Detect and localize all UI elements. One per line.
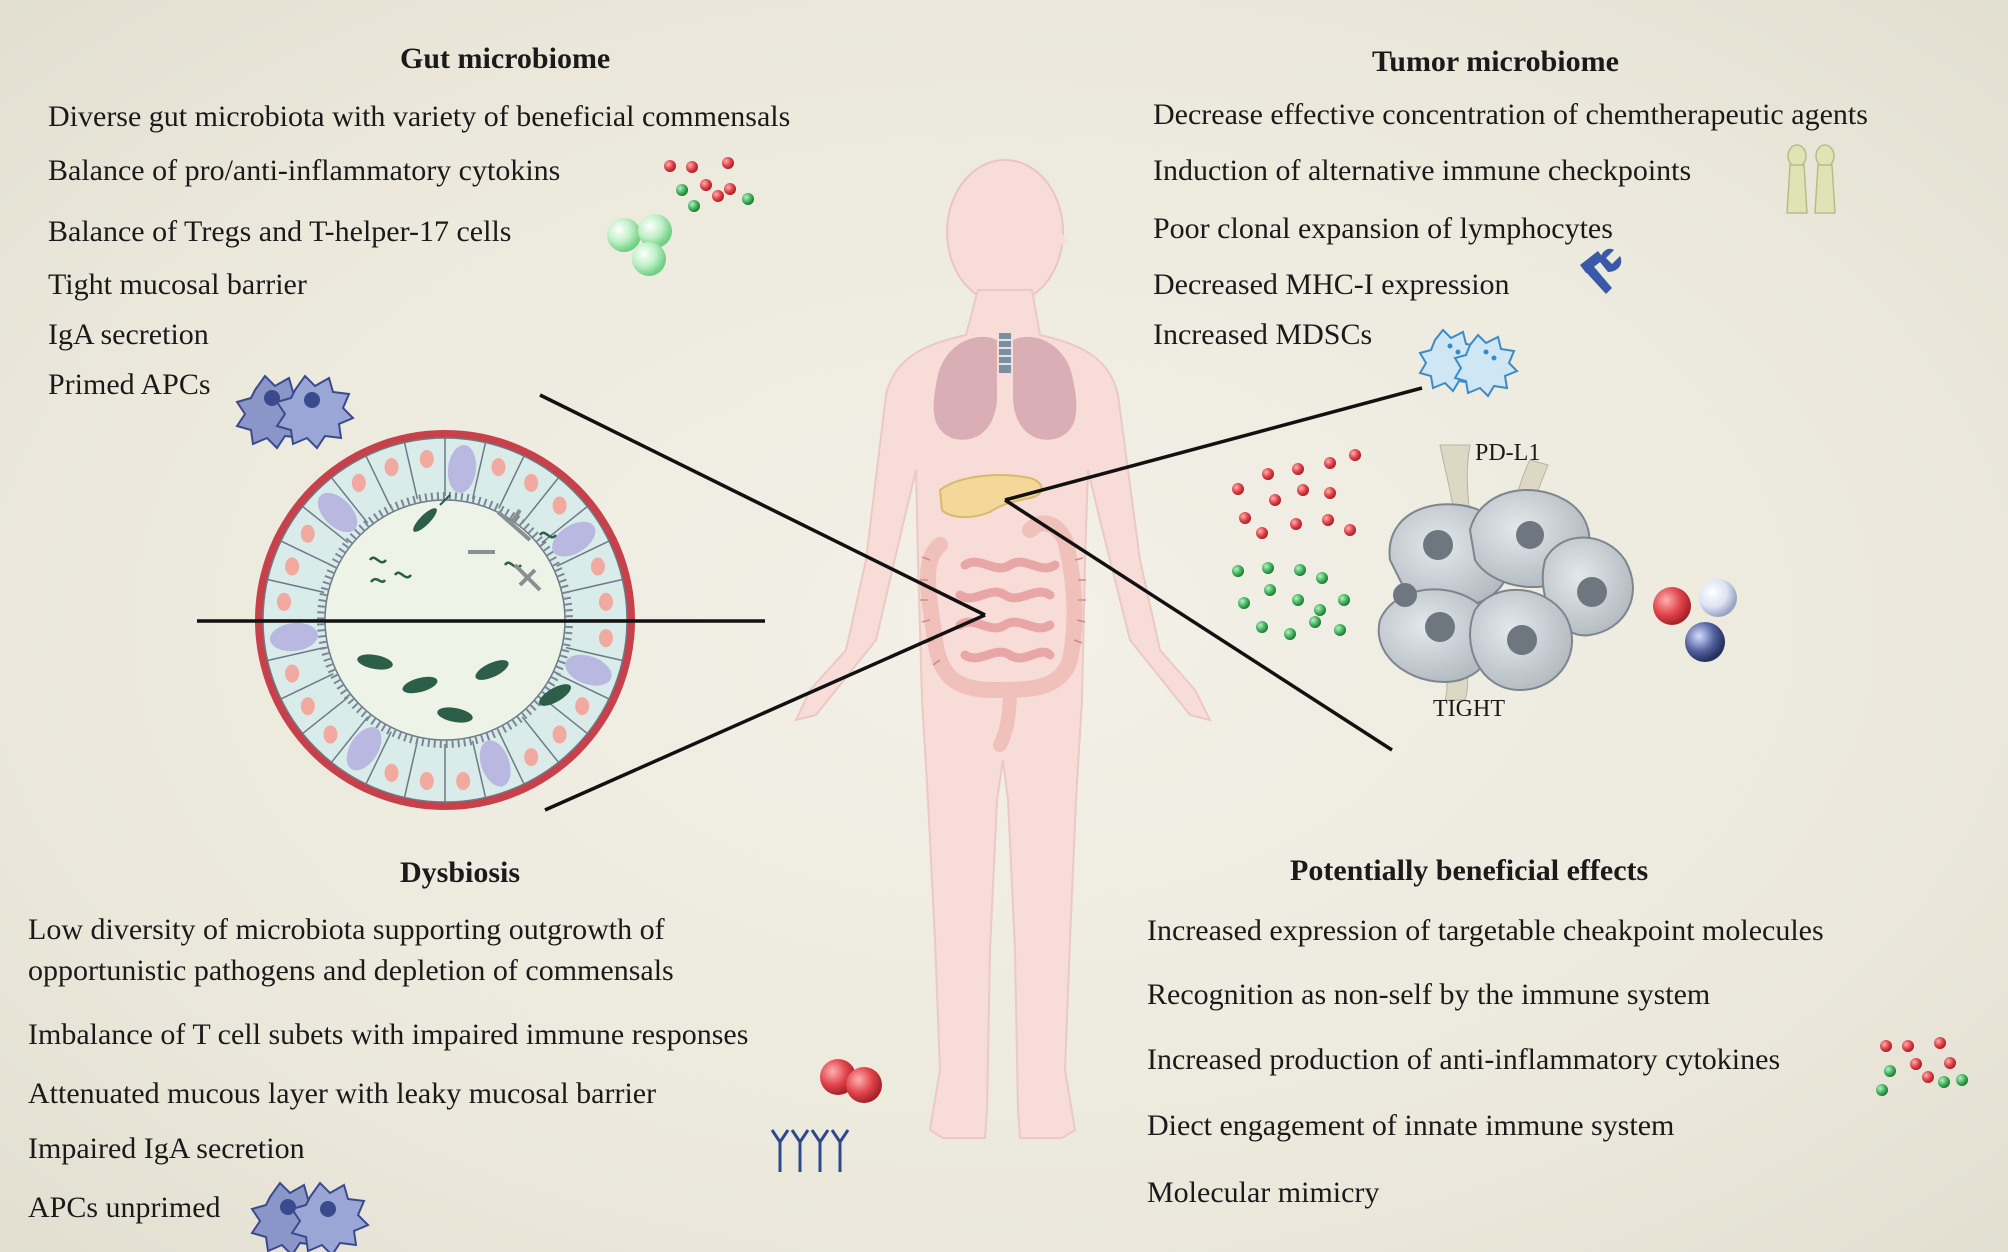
tumor-item-2: Induction of alternative immune checkpoi… [1153, 154, 1692, 187]
cell-nucleus [524, 748, 539, 767]
beneficial-item-5: Molecular mimicry [1147, 1176, 1380, 1209]
cell-nucleus [285, 557, 300, 576]
goblet-cell [270, 622, 318, 652]
wrench-icon [1580, 248, 1622, 294]
mdsc-icon [1418, 328, 1519, 398]
green-cytokine-dot [1238, 597, 1250, 609]
cell-nucleus [598, 592, 613, 611]
red-cytokine-dot [1290, 518, 1302, 530]
green-cytokine-dot [1284, 628, 1296, 640]
dysbiosis-item-4: Impaired IgA secretion [28, 1132, 305, 1165]
cell-nucleus [590, 557, 605, 576]
beneficial-item-3: Increased production of anti-inflammator… [1147, 1043, 1781, 1076]
dysbiosis-item-1b: opportunistic pathogens and depletion of… [28, 954, 674, 987]
red-cytokine-dot [1232, 483, 1244, 495]
beneficial-item-4: Diect engagement of innate immune system [1147, 1109, 1675, 1142]
cell-nucleus [384, 458, 399, 477]
beneficial-item-2: Recognition as non-self by the immune sy… [1147, 978, 1711, 1011]
red-cytokine-dot [1344, 524, 1356, 536]
gut-item-4: Tight mucosal barrier [48, 268, 307, 301]
cell-nucleus [598, 629, 613, 648]
green-cytokine-dot [1256, 621, 1268, 633]
cell-nucleus [351, 473, 366, 492]
tumor-item-3: Poor clonal expansion of lymphocytes [1153, 212, 1613, 245]
gut-microbiome-title: Gut microbiome [400, 42, 611, 75]
green-cytokine-dot [1292, 594, 1304, 606]
green-cytokine-dot [1232, 565, 1244, 577]
cell-nucleus [552, 496, 567, 515]
beneficial-item-1: Increased expression of targetable cheak… [1147, 914, 1824, 947]
red-cytokine-dot [1256, 527, 1268, 539]
cell-nucleus [524, 473, 539, 492]
dysbiosis-item-2: Imbalance of T cell subets with impaired… [28, 1018, 749, 1051]
cell-nucleus [419, 771, 434, 790]
dysbiosis-item-3: Attenuated mucous layer with leaky mucos… [28, 1077, 657, 1110]
tight-label: TIGHT [1433, 696, 1505, 722]
goblet-cell [565, 654, 612, 686]
tumor-item-5: Increased MDSCs [1153, 318, 1373, 351]
green-cytokine-dot [1294, 564, 1306, 576]
goblet-cell [346, 727, 382, 771]
green-cytokine-dot [1314, 604, 1326, 616]
red-cytokine-dot [1239, 512, 1251, 524]
red-cytokine-dot [1269, 494, 1281, 506]
cytokine-dots [1232, 449, 1361, 640]
gut-item-2: Balance of pro/anti-inflammatory cytokin… [48, 154, 561, 187]
tcell-spheres-icon [607, 214, 672, 276]
cell-nucleus [285, 664, 300, 683]
dysbiosis-item-5: APCs unprimed [28, 1191, 221, 1224]
tumor-cluster [1377, 444, 1737, 701]
connector-lines [197, 386, 1423, 812]
cell-nucleus [323, 725, 338, 744]
tumor-item-1: Decrease effective concentration of chem… [1153, 98, 1868, 131]
goblet-cell [552, 521, 596, 557]
pd-l1-label: PD-L1 [1475, 440, 1541, 466]
red-cytokine-dot [1262, 468, 1274, 480]
goblet-cell [317, 492, 358, 533]
tumor-item-4: Decreased MHC-I expression [1153, 268, 1510, 301]
cell-nucleus [491, 458, 506, 477]
tcell-impaired-icon [820, 1059, 882, 1103]
cytokine-icon-2 [1876, 1037, 1968, 1096]
green-cytokine-dot [1334, 624, 1346, 636]
goblet-cell [479, 740, 511, 787]
green-cytokine-dot [1309, 616, 1321, 628]
dysbiosis-item-1a: Low diversity of microbiota supporting o… [28, 913, 665, 946]
gut-item-1: Diverse gut microbiota with variety of b… [48, 100, 791, 133]
cytokine-icon-1 [664, 157, 754, 212]
checkpoint-icon [1786, 144, 1836, 214]
cell-nucleus [277, 592, 292, 611]
tumor-microbiome-title: Tumor microbiome [1372, 45, 1619, 78]
green-cytokine-dot [1316, 572, 1328, 584]
antibody-icon [770, 1129, 850, 1172]
red-cytokine-dot [1349, 449, 1361, 461]
apc-icon-unprimed [250, 1181, 370, 1252]
red-cytokine-dot [1322, 514, 1334, 526]
gut-item-3: Balance of Tregs and T-helper-17 cells [48, 215, 512, 248]
red-cytokine-dot [1297, 484, 1309, 496]
apc-icon-primed [235, 374, 355, 450]
beneficial-title: Potentially beneficial effects [1290, 854, 1649, 887]
gut-item-6: Primed APCs [48, 368, 211, 401]
red-cytokine-dot [1324, 487, 1336, 499]
cell-nucleus [575, 697, 590, 716]
cell-nucleus [552, 725, 567, 744]
dysbiosis-title: Dysbiosis [400, 856, 521, 889]
cell-nucleus [456, 771, 471, 790]
cell-nucleus [384, 763, 399, 782]
cell-nucleus [419, 450, 434, 469]
cell-nucleus [300, 524, 315, 543]
red-cytokine-dot [1292, 463, 1304, 475]
red-cytokine-dot [1324, 457, 1336, 469]
human-body [794, 159, 1212, 1139]
green-cytokine-dot [1262, 562, 1274, 574]
cell-nucleus [300, 697, 315, 716]
goblet-cell [447, 445, 477, 493]
green-cytokine-dot [1264, 584, 1276, 596]
gut-item-5: IgA secretion [48, 318, 209, 351]
green-cytokine-dot [1338, 594, 1350, 606]
